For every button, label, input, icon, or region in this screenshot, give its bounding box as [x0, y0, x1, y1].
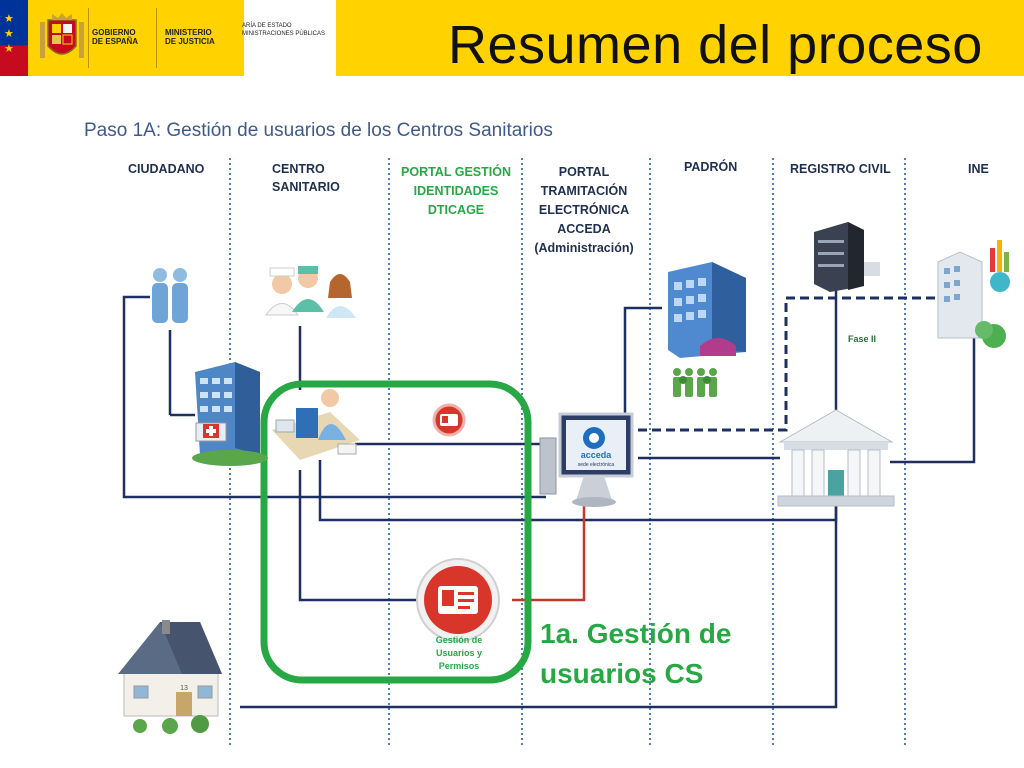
acceda-logo-text: acceda: [581, 450, 613, 460]
column-header-ciudadano: CIUDADANO: [128, 162, 205, 176]
highlight-box: [260, 380, 532, 684]
house-number: 13: [180, 685, 188, 692]
server-icon: [814, 222, 880, 292]
secretaria-box: [244, 0, 336, 76]
logo-separator: [88, 8, 89, 68]
acceda-logo-subtext: sede electrónica: [578, 462, 615, 468]
secretaria-name: ARÍA DE ESTADO MINISTRACIONES PÚBLICAS: [242, 23, 326, 37]
logo-separator: [156, 8, 157, 68]
connection-lines: [122, 295, 976, 709]
population-group-icon: [673, 368, 717, 397]
column-header-padron: PADRÓN: [684, 160, 738, 174]
fase-ii-connection: [638, 296, 940, 432]
court-building-icon: [777, 409, 895, 507]
gestion-acceda-link: [512, 505, 586, 602]
step-subtitle: Paso 1A: Gestión de usuarios de los Cent…: [84, 120, 553, 141]
fase-ii-label: Fase II: [848, 334, 877, 344]
statistics-building-icon: [937, 240, 1010, 348]
id-card-badge-icon: [432, 403, 466, 437]
eu-flag-stripe: [0, 0, 28, 76]
house-icon: [118, 620, 222, 734]
user-management-badge-icon: [416, 558, 500, 642]
town-hall-building-icon: [668, 262, 746, 358]
page-title: Resumen del proceso: [448, 15, 983, 75]
medical-staff-icon: [265, 266, 356, 318]
stars-icon: ★★★: [4, 13, 14, 55]
hospital-icon: [192, 362, 268, 466]
column-header-ine: INE: [968, 162, 989, 176]
operator-desk-icon: [272, 389, 360, 460]
column-header-registro-civil: REGISTRO CIVIL: [790, 162, 891, 176]
acceda-computer-icon: [539, 412, 634, 507]
citizens-icon: [152, 268, 188, 323]
coat-of-arms-icon: [40, 13, 84, 58]
